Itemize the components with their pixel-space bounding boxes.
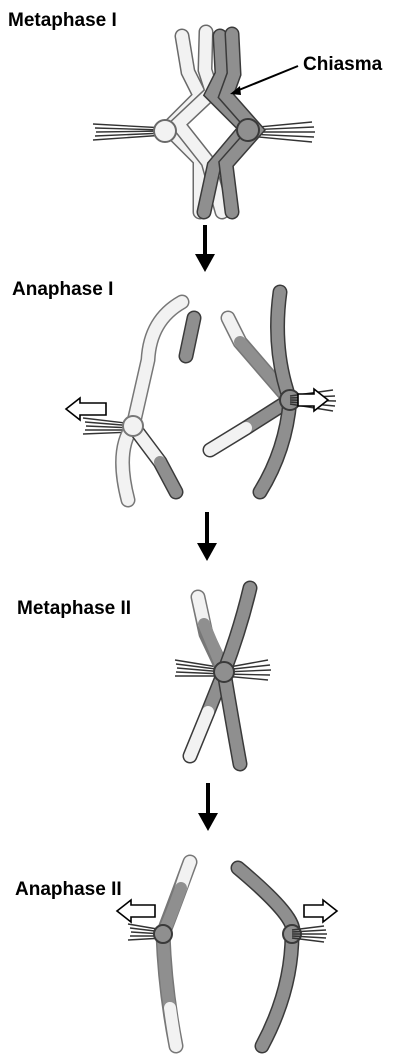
chromatid-right-anaphase-2	[238, 868, 301, 1046]
stage-arrow-3	[198, 783, 218, 831]
movement-arrow-left-icon	[66, 398, 106, 420]
chiasma-label: Chiasma	[303, 54, 383, 75]
metaphase-1-stage: Metaphase I	[8, 10, 383, 212]
anaphase-1-stage: Anaphase I	[12, 279, 336, 500]
movement-arrow-left-icon	[117, 900, 155, 922]
dark-chromosome-anaphase-1	[210, 292, 300, 492]
light-chromosome-anaphase-1	[123, 302, 194, 500]
chromatid-left-anaphase-2	[154, 862, 190, 1046]
anaphase-2-stage: Anaphase II	[15, 862, 337, 1046]
stage-label-metaphase-2: Metaphase II	[17, 598, 131, 619]
stage-arrow-1	[195, 225, 215, 272]
metaphase-2-stage: Metaphase II	[17, 588, 271, 764]
stage-label-metaphase-1: Metaphase I	[8, 10, 117, 31]
stage-label-anaphase-1: Anaphase I	[12, 279, 113, 300]
stage-label-anaphase-2: Anaphase II	[15, 879, 122, 900]
stage-arrow-2	[197, 512, 217, 561]
chiasma-pointer-line	[234, 66, 298, 92]
movement-arrow-right-icon	[304, 900, 337, 922]
